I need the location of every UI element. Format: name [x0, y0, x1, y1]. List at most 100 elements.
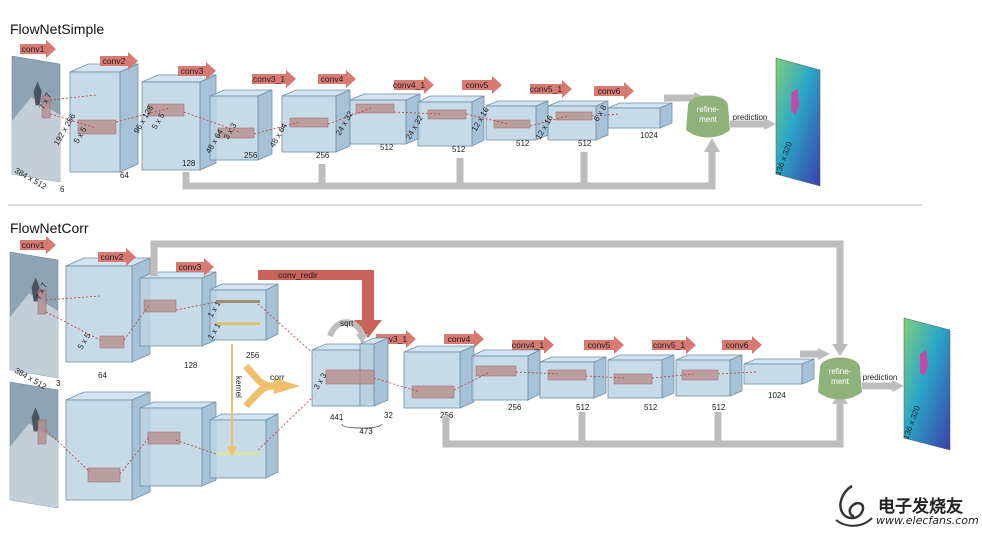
simple-arrow-conv5_1: conv5_1: [530, 80, 572, 98]
corr-dash-3: [123, 303, 151, 341]
corr-dash-11: [453, 371, 491, 391]
simple-skip-line-head: [704, 138, 720, 152]
simple-layer-box-9: [607, 102, 673, 129]
corr-kernel-down-2: [475, 365, 517, 377]
svg-text:conv6: conv6: [726, 340, 749, 350]
corr-arrow-conv2: conv2: [98, 248, 136, 266]
corr-top-skip: [150, 240, 844, 348]
corr-arrow-conv4_1: conv4_1: [512, 336, 554, 354]
corr-kernel-top-3: [143, 299, 177, 313]
simple-kernel-8: [493, 119, 531, 129]
corr-kernel-3x3: [325, 369, 375, 385]
corr-dash-4: [175, 301, 217, 311]
svg-text:conv3_1: conv3_1: [375, 334, 407, 344]
simple-arrow-conv4: conv4: [318, 70, 356, 88]
corr-arrow-conv3: conv3: [176, 258, 214, 276]
corr-channel-4: 256: [508, 403, 522, 412]
simple-layer-box-6: [417, 95, 485, 147]
simple-dash-3: [115, 107, 171, 123]
simple-dash-8: [465, 113, 509, 125]
simple-channel-2: 128: [182, 159, 196, 168]
corr-input-image-1: [9, 251, 59, 379]
corr-arrow-conv5: conv5: [584, 336, 624, 354]
simple-arrow-conv2: conv2: [100, 52, 138, 70]
svg-text:conv1: conv1: [22, 44, 45, 54]
svg-text:conv3: conv3: [181, 66, 204, 76]
corr-arrow: [243, 363, 277, 409]
corr-to-refine-head: [818, 348, 830, 360]
flownetsimple-title: FlowNetSimple: [10, 21, 105, 37]
corr-ch-32: 32: [384, 411, 393, 420]
kernel-label: kernel: [234, 376, 243, 398]
sqrt-arrow-head: [356, 334, 368, 344]
simple-channel-6: 512: [452, 145, 466, 154]
corr-flow-output-image: [903, 317, 951, 451]
corr-redir-slice: [216, 300, 260, 303]
simple-kernel-7: [427, 109, 467, 120]
svg-text:conv4: conv4: [448, 334, 471, 344]
corr-bottom-conv2-box: [139, 401, 217, 487]
corr-dash-1: [45, 295, 101, 301]
svg-text:conv6: conv6: [598, 86, 621, 96]
watermark-cn: 电子发烧友: [878, 497, 963, 517]
corr-arrow-conv4: conv4: [444, 330, 484, 348]
corr-ch-473: 473: [359, 427, 373, 436]
simple-layer-box-1: [69, 63, 139, 173]
svg-text:conv_redir: conv_redir: [278, 270, 318, 280]
sqrt-label: sqrt: [340, 319, 354, 328]
corr-top-skip-head: [832, 344, 848, 356]
simple-kernel-7x7: [41, 95, 51, 119]
corr-layer-box-6: [743, 358, 815, 385]
corr-channel-3: 256: [246, 351, 260, 360]
brace-473: [341, 423, 383, 429]
corr-arrow-head: [274, 378, 300, 394]
simple-channel-3: 256: [244, 151, 258, 160]
svg-text:refine-: refine-: [829, 367, 852, 376]
svg-text:conv4_1: conv4_1: [512, 340, 544, 350]
corr-kernel-bottom-2: [87, 467, 121, 483]
corr-arrow-conv_redir: conv_redir: [258, 270, 382, 338]
corr-kernel-slice: [216, 452, 260, 455]
simple-skip-line: [182, 150, 716, 190]
simple-layer-box-8: [547, 100, 609, 141]
simple-arrow-conv6: conv6: [594, 82, 634, 100]
simple-dash-9: [529, 115, 569, 127]
corr-input-image-2: [9, 381, 59, 509]
svg-text:conv5: conv5: [588, 340, 611, 350]
simple-arrow-conv3: conv3: [178, 62, 216, 80]
sqrt-arrow: [327, 319, 365, 338]
corr-label: corr: [270, 372, 285, 382]
corr-top-conv3-box: [209, 283, 279, 341]
corr-bottom-conv1-box: [65, 391, 151, 501]
simple-arrow-conv4_1: conv4_1: [393, 76, 434, 94]
corr-volume-32: [359, 337, 389, 407]
corr-dash-6: [119, 435, 151, 475]
corr-kernel-down-3: [547, 369, 587, 381]
corr-kernel-top-2: [99, 335, 125, 349]
corr-dash-10: [373, 377, 421, 393]
simple-channel-7: 512: [516, 139, 530, 148]
corr-bottom-conv3-box: [209, 413, 279, 479]
simple-dash-2: [49, 113, 97, 129]
corr-1x1-slice: [216, 322, 260, 325]
corr-channel-0: 3: [56, 379, 61, 388]
corr-kernel-7x7-a: [37, 289, 47, 315]
simple-channel-0: 6: [60, 185, 65, 194]
corr-channel-5: 512: [576, 403, 590, 412]
corr-refinement-block: refine-ment: [818, 357, 862, 400]
simple-channel-1: 64: [120, 171, 129, 180]
corr-arrow-conv1: conv1: [20, 236, 56, 254]
svg-text:conv3_1: conv3_1: [253, 74, 285, 84]
corr-arrow-conv5_1: conv5_1: [652, 336, 696, 354]
corr-channel-8: 1024: [768, 391, 786, 400]
simple-channel-4: 256: [316, 151, 330, 160]
simple-kernel-2: [77, 119, 117, 135]
svg-text:refine-: refine-: [697, 105, 720, 114]
corr-channel-1: 64: [98, 371, 107, 380]
corr-channel-3: 256: [440, 411, 454, 420]
svg-text:conv5_1: conv5_1: [653, 340, 685, 350]
simple-flow-output-image: [775, 57, 821, 187]
corr-channel-2: 128: [184, 361, 198, 370]
corr-prediction-label: prediction: [863, 373, 898, 382]
